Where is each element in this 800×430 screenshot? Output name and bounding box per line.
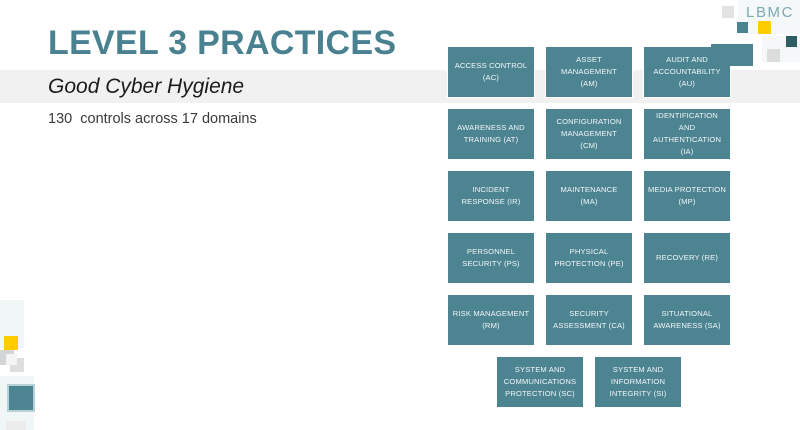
logo-square-dark-teal — [786, 36, 797, 47]
domain-box-am[interactable]: ASSET MANAGEMENT (AM) — [545, 46, 633, 98]
domain-line: CONFIGURATION — [556, 117, 622, 127]
domain-line: SECURITY — [569, 309, 609, 319]
domain-box-ia[interactable]: IDENTIFICATION AND AUTHENTICATION (IA) — [643, 108, 731, 160]
page-subtitle: Good Cyber Hygiene — [48, 75, 245, 98]
domain-line: INFORMATION — [610, 377, 666, 387]
domain-box-si[interactable]: SYSTEM AND INFORMATION INTEGRITY (SI) — [594, 356, 682, 408]
controls-count-text: 130 controls across 17 domains — [48, 111, 257, 127]
logo-square-teal-lower — [711, 44, 753, 66]
domain-line: ASSET — [576, 55, 602, 65]
domain-box-ma[interactable]: MAINTENANCE (MA) — [545, 170, 633, 222]
domain-line: INTEGRITY (SI) — [609, 388, 667, 398]
deco-square-white — [6, 354, 17, 365]
deco-square-gold — [4, 336, 18, 350]
domain-line: AUDIT AND — [666, 55, 708, 65]
domain-box-at[interactable]: AWARENESS AND TRAINING (AT) — [447, 108, 535, 160]
domain-line: MANAGEMENT — [561, 129, 617, 139]
domain-line: MANAGEMENT — [561, 67, 617, 77]
domain-line: PROTECTION (SC) — [505, 388, 575, 398]
domain-line: (AC) — [482, 73, 500, 82]
domain-line: MAINTENANCE — [560, 185, 618, 195]
domain-line: (IA) — [680, 146, 694, 156]
domain-box-rm[interactable]: RISK MANAGEMENT (RM) — [447, 294, 535, 346]
domain-line: (MA) — [580, 197, 598, 206]
domain-box-sa[interactable]: SITUATIONAL AWARENESS (SA) — [643, 294, 731, 346]
domain-box-ac[interactable]: ACCESS CONTROL (AC) — [447, 46, 535, 98]
domain-line: ASSESSMENT (CA) — [553, 321, 625, 330]
domain-line: AWARENESS AND — [457, 123, 525, 133]
domain-line: COMMUNICATIONS — [503, 377, 577, 387]
domain-box-ps[interactable]: PERSONNEL SECURITY (PS) — [447, 232, 535, 284]
domain-line: RISK MANAGEMENT — [452, 309, 530, 319]
logo-square-grey-lower — [767, 49, 780, 62]
domain-line: MEDIA PROTECTION — [648, 185, 726, 195]
domain-line: RESPONSE (IR) — [461, 197, 521, 206]
logo-wordmark: LBMC — [746, 4, 795, 21]
domain-line: AUTHENTICATION — [652, 135, 722, 144]
domain-line: (CM) — [580, 140, 598, 150]
domain-box-ir[interactable]: INCIDENT RESPONSE (IR) — [447, 170, 535, 222]
domain-line: SITUATIONAL — [661, 309, 713, 319]
domain-line: (AU) — [678, 78, 696, 88]
domain-line: PHYSICAL — [569, 247, 609, 257]
domain-box-mp[interactable]: MEDIA PROTECTION (MP) — [643, 170, 731, 222]
domain-line: SECURITY (PS) — [462, 259, 520, 268]
domain-line: ACCOUNTABILITY — [653, 67, 721, 77]
domain-line: INCIDENT — [472, 185, 510, 195]
domain-line: (AM) — [580, 78, 598, 88]
domain-line: (RM) — [482, 321, 500, 330]
domain-line: PERSONNEL — [466, 247, 516, 257]
domain-box-sc[interactable]: SYSTEM AND COMMUNICATIONS PROTECTION (SC… — [496, 356, 584, 408]
lbmc-logo: LBMC — [710, 0, 800, 66]
domain-line: AWARENESS (SA) — [653, 321, 721, 330]
domain-line: ACCESS CONTROL — [454, 61, 528, 71]
domain-line: IDENTIFICATION — [656, 111, 718, 121]
domain-box-cm[interactable]: CONFIGURATION MANAGEMENT (CM) — [545, 108, 633, 160]
deco-square-grey-bottom — [6, 421, 26, 430]
domain-grid: ACCESS CONTROL (AC) ASSET MANAGEMENT (AM… — [447, 46, 731, 408]
decorative-corner-cluster — [0, 300, 40, 430]
logo-square-grey-upper — [722, 6, 734, 18]
domain-line: (MP) — [678, 197, 696, 206]
domain-line: RECOVERY (RE) — [655, 253, 718, 263]
domain-line: PROTECTION (PE) — [554, 259, 624, 268]
domain-line: SYSTEM AND — [514, 365, 566, 375]
domain-line: TRAINING (AT) — [463, 135, 519, 144]
domain-line: AND — [678, 123, 696, 133]
domain-box-pe[interactable]: PHYSICAL PROTECTION (PE) — [545, 232, 633, 284]
logo-square-teal-upper — [737, 22, 748, 33]
domain-box-ca[interactable]: SECURITY ASSESSMENT (CA) — [545, 294, 633, 346]
domain-line: SYSTEM AND — [612, 365, 664, 375]
deco-square-teal — [7, 384, 35, 412]
domain-box-re[interactable]: RECOVERY (RE) — [643, 232, 731, 284]
page-title: LEVEL 3 PRACTICES — [48, 24, 397, 62]
logo-square-gold — [758, 21, 771, 34]
